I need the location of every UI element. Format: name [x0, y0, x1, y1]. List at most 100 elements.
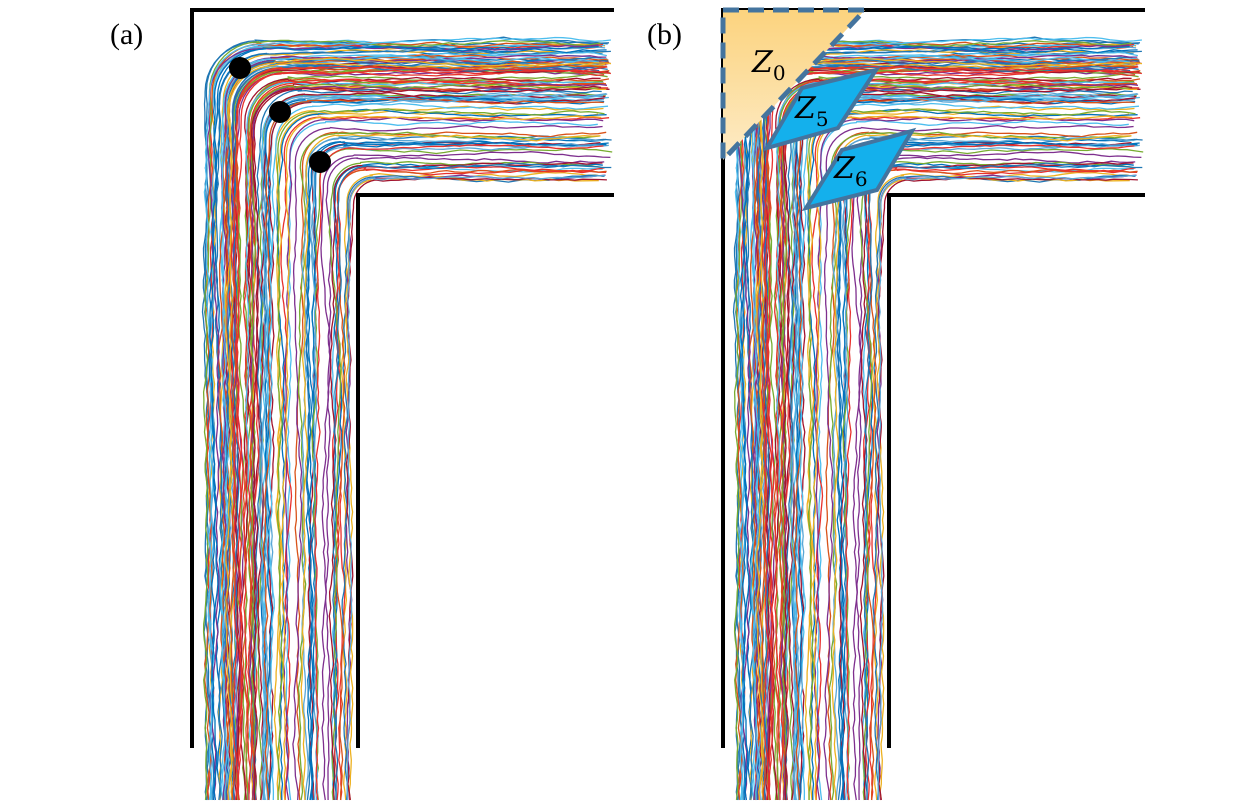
trajectory-line — [776, 81, 1135, 800]
trajectory-line — [807, 108, 1136, 800]
trajectory-line — [865, 168, 1138, 801]
trajectory-line — [788, 91, 1137, 801]
zone-z5-name: Z — [794, 91, 817, 126]
trajectory-line — [310, 148, 613, 801]
outer-wall-a — [190, 8, 614, 748]
trajectory-line — [859, 160, 1132, 801]
trajectory-line — [734, 36, 1142, 801]
trajectory-line — [871, 171, 1135, 801]
zone-z0: Z0 — [720, 7, 871, 167]
trajectory-line — [224, 57, 612, 801]
trajectory-line — [859, 162, 1134, 801]
trajectory-line — [321, 156, 605, 801]
trajectory-line — [345, 174, 606, 801]
inner-wall-a — [356, 193, 614, 748]
trajectory-line — [344, 177, 599, 801]
trajectory-line — [247, 81, 598, 801]
trajectory-line — [330, 164, 603, 801]
trajectory-line — [297, 131, 600, 801]
trajectory-line — [851, 151, 1142, 801]
trajectory-line — [831, 134, 1132, 801]
trajectory-line — [864, 162, 1134, 801]
trajectory-line — [765, 68, 1136, 801]
trajectory-line — [228, 65, 608, 801]
trajectory-line — [332, 166, 605, 801]
trajectory-line — [248, 83, 608, 801]
trajectory-line — [813, 116, 1135, 801]
zone-z0-name: Z — [751, 45, 774, 80]
walls-panel-a — [190, 8, 614, 748]
trajectory-line — [245, 81, 604, 800]
trajectory-line — [751, 55, 1131, 801]
trajectory-line — [280, 115, 602, 801]
trajectory-line — [799, 102, 1140, 801]
trajectory-line — [838, 140, 1138, 801]
trajectory-line — [861, 164, 1134, 801]
pedestrian-markers — [229, 57, 331, 173]
trajectory-line — [268, 102, 609, 801]
trajectory-line — [872, 174, 1136, 801]
trajectory-line — [781, 83, 1130, 801]
trajectory-line — [304, 135, 612, 801]
trajectory-line — [841, 142, 1140, 801]
trajectory-line — [282, 116, 604, 801]
trajectory-line — [877, 174, 1137, 801]
trajectory-line — [876, 174, 1137, 801]
trajectory-line — [233, 69, 611, 801]
trajectory-line — [798, 95, 1136, 801]
inner-wall-b — [887, 193, 1145, 748]
trajectory-line — [309, 143, 604, 801]
trajectory-line — [250, 83, 599, 801]
trajectory-line — [300, 134, 601, 801]
zone-z0-sub: 0 — [773, 61, 786, 85]
trajectory-line — [759, 65, 1139, 801]
trajectory-line — [778, 78, 1136, 801]
trajectory-line — [782, 85, 1133, 801]
trajectory-line — [328, 160, 601, 801]
trajectory-line — [867, 168, 1138, 801]
trajectory-line — [807, 110, 1130, 801]
trajectory-line — [340, 171, 604, 801]
trajectory-line — [764, 69, 1142, 801]
trajectory-line — [208, 46, 607, 801]
svg-text:Z0: Z0 — [751, 45, 786, 85]
trajectory-line — [320, 151, 611, 801]
pedestrian-dot — [229, 57, 251, 79]
trajectory-line — [336, 168, 607, 801]
trajectory-line — [202, 39, 601, 801]
trajectory-line — [251, 85, 602, 801]
trajectory-line — [789, 93, 1139, 801]
trajectory-line — [876, 176, 1138, 801]
trajectory-line — [310, 142, 609, 801]
trajectories-panel-b — [732, 36, 1144, 801]
svg-text:Z6: Z6 — [833, 151, 868, 191]
trajectories-panel-a — [201, 36, 613, 801]
trajectory-line — [755, 57, 1143, 801]
trajectory-line — [328, 162, 603, 801]
trajectory-line — [257, 91, 606, 801]
trajectory-line — [333, 162, 603, 801]
trajectory-line — [733, 39, 1132, 801]
trajectory-line — [345, 176, 607, 801]
trajectory-line — [863, 162, 1143, 801]
panel-label-a: (a) — [110, 18, 144, 51]
trajectory-line — [310, 142, 609, 801]
trajectory-line — [811, 115, 1133, 801]
trajectory-line — [267, 95, 605, 801]
trajectory-line — [341, 174, 605, 801]
trajectory-line — [276, 110, 599, 801]
trajectory-line — [840, 143, 1135, 801]
svg-text:Z5: Z5 — [794, 91, 829, 131]
trajectory-line — [739, 46, 1138, 801]
trajectory-line — [852, 156, 1136, 801]
pedestrian-dot — [309, 151, 331, 173]
trajectory-line — [314, 144, 604, 801]
trajectory-line — [292, 124, 603, 801]
zone-z5: Z5 — [762, 66, 881, 152]
trajectory-line — [258, 93, 608, 801]
zone-z6-name: Z — [833, 151, 856, 186]
trajectory-line — [276, 108, 605, 800]
trajectory-line — [234, 68, 605, 801]
pedestrian-dot — [269, 101, 291, 123]
